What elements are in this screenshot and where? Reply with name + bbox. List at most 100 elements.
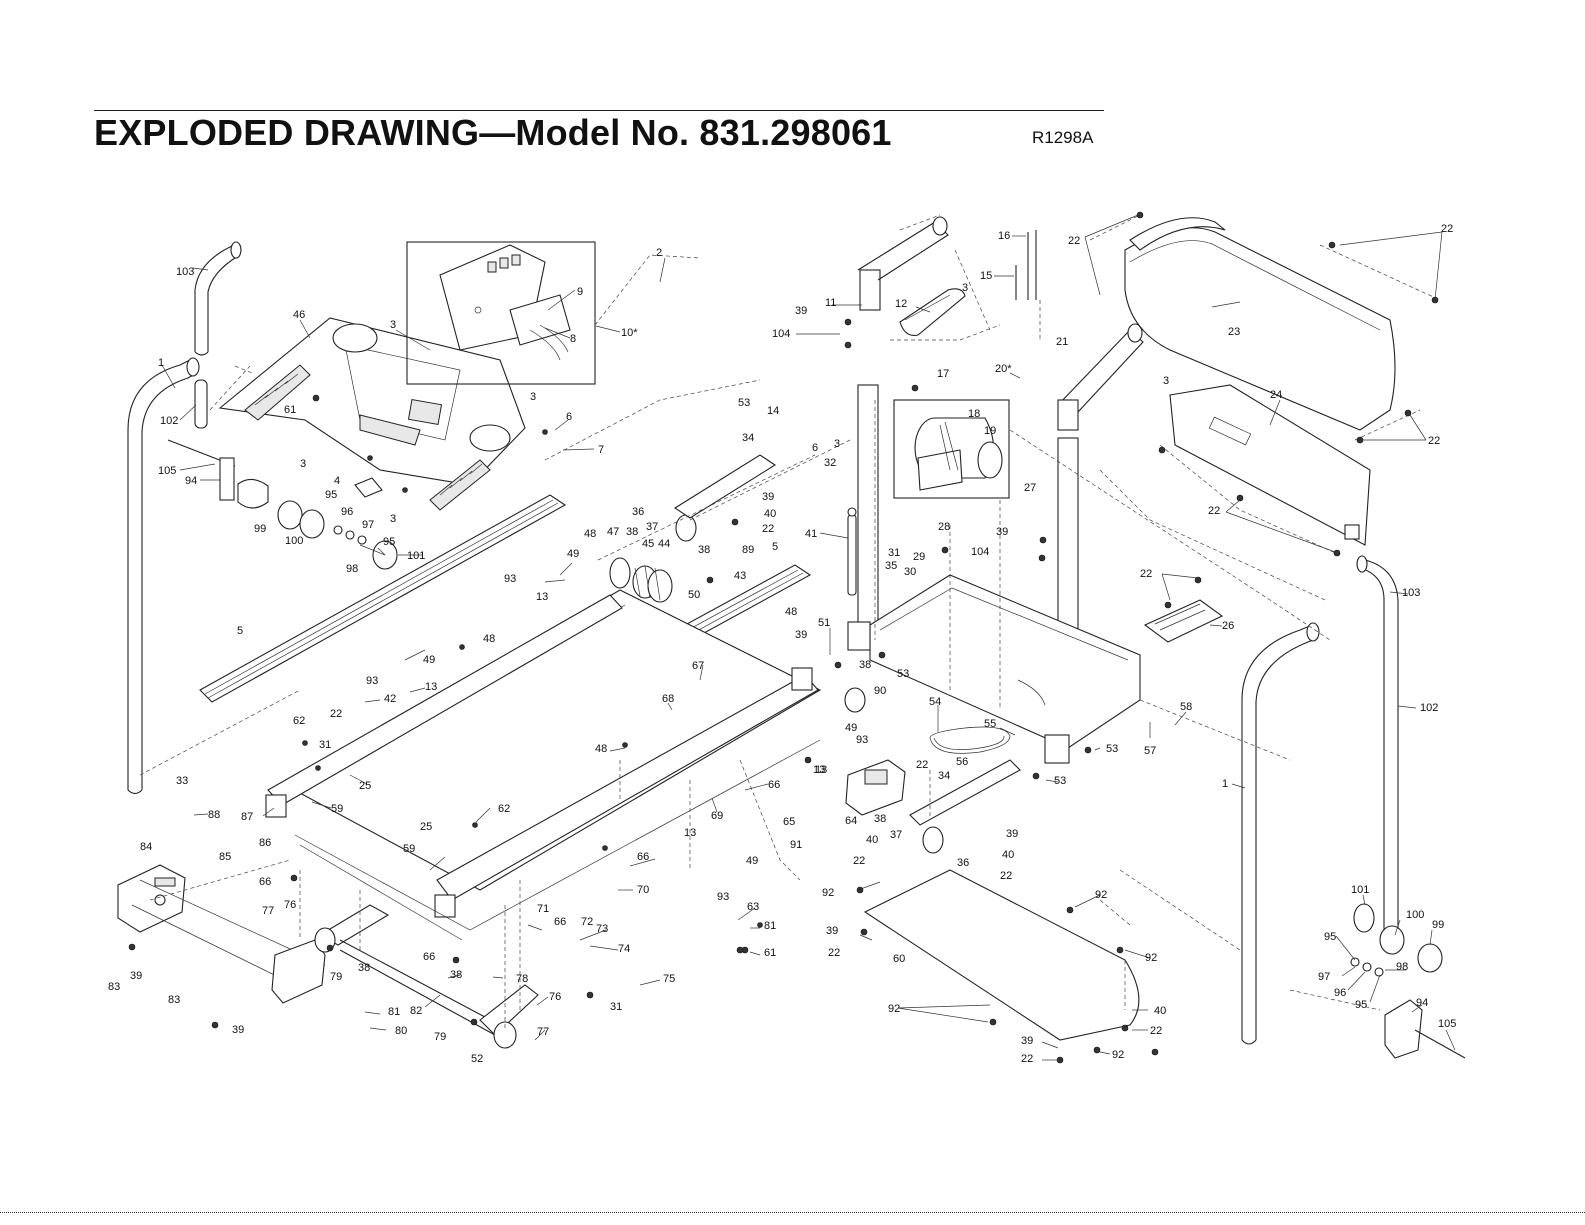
callout-label: 13 xyxy=(813,764,825,776)
callout-label: 25 xyxy=(420,821,432,833)
callout-label: 62 xyxy=(498,803,510,815)
callout-label: 68 xyxy=(662,693,674,705)
callout-label: 40 xyxy=(764,508,776,520)
callout-label: 102 xyxy=(1420,702,1438,714)
console-detail-box xyxy=(406,241,596,385)
callout-label: 66 xyxy=(637,851,649,863)
callout-label: 39 xyxy=(130,970,142,982)
callout-label: 81 xyxy=(764,920,776,932)
callout-label: 3 xyxy=(390,513,396,525)
upright-left-11 xyxy=(857,216,949,641)
callout-label: 40 xyxy=(1154,1005,1166,1017)
callout-label: 70 xyxy=(637,884,649,896)
callout-label: 61 xyxy=(284,404,296,416)
callout-label: 99 xyxy=(254,523,266,535)
drawing-reference-code: R1298A xyxy=(1032,128,1094,147)
callout-label: 24 xyxy=(1270,389,1282,401)
callout-label: 49 xyxy=(746,855,758,867)
frame-base-plate xyxy=(294,739,821,941)
callout-label: 34 xyxy=(742,432,754,444)
callout-label: 3 xyxy=(530,391,536,403)
callout-label: 95 xyxy=(1355,999,1367,1011)
callout-label: 3 xyxy=(1163,375,1169,387)
upright-tube-103-right xyxy=(1356,555,1399,930)
callout-label: 2 xyxy=(656,247,662,259)
callout-label: 78 xyxy=(516,973,528,985)
callout-label: 83 xyxy=(168,994,180,1006)
callout-label: 28 xyxy=(938,521,950,533)
console-46 xyxy=(218,317,526,511)
console-grip-left xyxy=(244,364,311,421)
callout-label: 60 xyxy=(893,953,905,965)
callout-label: 105 xyxy=(1438,1018,1456,1030)
callout-label: 81 xyxy=(388,1006,400,1018)
callout-label: 103 xyxy=(176,266,194,278)
callout-label: 64 xyxy=(845,815,857,827)
callout-label: 31 xyxy=(319,739,331,751)
callout-label: 62 xyxy=(293,715,305,727)
callout-label: 11 xyxy=(825,297,836,309)
callout-label: 48 xyxy=(595,743,607,755)
bracket-26 xyxy=(1143,599,1224,643)
callout-label: 92 xyxy=(888,1003,900,1015)
callout-label: 86 xyxy=(259,837,271,849)
callout-label: 98 xyxy=(346,563,358,575)
callout-label: 100 xyxy=(285,535,303,547)
callout-label: 103 xyxy=(1402,587,1420,599)
callout-label: 21 xyxy=(1056,336,1068,348)
idler-arm-82 xyxy=(314,904,539,1049)
callout-label: 39 xyxy=(996,526,1008,538)
callout-label: 73 xyxy=(596,923,608,935)
callout-label: 104 xyxy=(971,546,989,558)
callout-label: 32 xyxy=(824,457,836,469)
base-frame xyxy=(847,574,1141,764)
callout-label: 3 xyxy=(300,458,306,470)
callout-label: 40 xyxy=(866,834,878,846)
callout-label: 22 xyxy=(1140,568,1152,580)
callout-label: 90 xyxy=(874,685,886,697)
callout-label: 3 xyxy=(390,319,396,331)
callout-label: 53 xyxy=(897,668,909,680)
callout-label: 59 xyxy=(331,803,343,815)
callout-label: 38 xyxy=(859,659,871,671)
callout-label: 30 xyxy=(904,566,916,578)
callout-labels: 103 46 1 102 105 94 61 3 3 4 95 96 97 95… xyxy=(108,223,1456,1065)
callout-label: 31 xyxy=(888,547,900,559)
callout-label: 13 xyxy=(536,591,548,603)
callout-label: 38 xyxy=(450,969,462,981)
callout-label: 105 xyxy=(158,465,176,477)
callout-label: 72 xyxy=(581,916,593,928)
callout-label: 22 xyxy=(1208,505,1220,517)
console-grip-right xyxy=(429,459,491,511)
callout-label: 93 xyxy=(366,675,378,687)
callout-label: 49 xyxy=(845,722,857,734)
callout-label: 51 xyxy=(818,617,830,629)
callout-label: 36 xyxy=(632,506,644,518)
frame-rail-left xyxy=(265,594,623,818)
callout-label: 22 xyxy=(330,708,342,720)
callout-label: 46 xyxy=(293,309,305,321)
callout-label: 43 xyxy=(734,570,746,582)
callout-label: 85 xyxy=(219,851,231,863)
callout-label: 95 xyxy=(325,489,337,501)
callout-label: 82 xyxy=(410,1005,422,1017)
callout-label: 99 xyxy=(1432,919,1444,931)
callout-label: 83 xyxy=(108,981,120,993)
callout-label: 39 xyxy=(826,925,838,937)
callout-label: 98 xyxy=(1396,961,1408,973)
callout-label: 76 xyxy=(549,991,561,1003)
callout-label: 96 xyxy=(1334,987,1346,999)
callout-label: 97 xyxy=(1318,971,1330,983)
callout-label: 22 xyxy=(1021,1053,1033,1065)
callout-label: 84 xyxy=(140,841,152,853)
callout-label: 23 xyxy=(1228,326,1240,338)
callout-label: 53 xyxy=(1106,743,1118,755)
callout-label: 94 xyxy=(185,475,197,487)
callout-label: 42 xyxy=(384,693,396,705)
callout-label: 75 xyxy=(663,973,675,985)
callout-label: 93 xyxy=(717,891,729,903)
callout-label: 34 xyxy=(938,770,950,782)
callout-label: 48 xyxy=(483,633,495,645)
callout-label: 38 xyxy=(358,962,370,974)
